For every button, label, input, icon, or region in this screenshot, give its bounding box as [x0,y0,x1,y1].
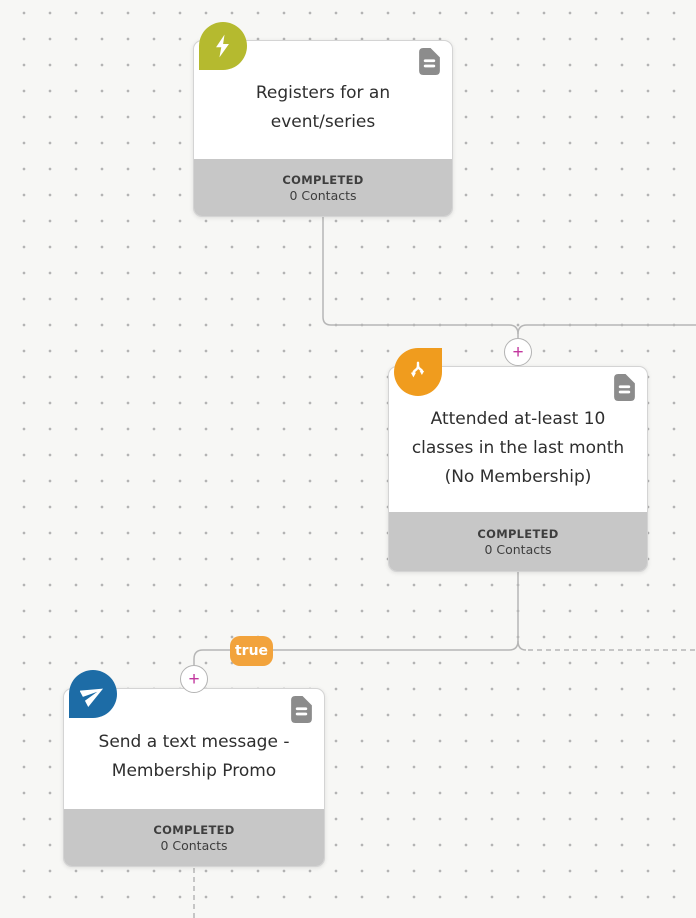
status-badge: COMPLETED [477,526,559,541]
node-card-trigger[interactable]: Registers for an event/series COMPLETED … [193,22,453,217]
lightning-icon [216,34,229,58]
status-footer: COMPLETED 0 Contacts [64,809,324,866]
node-body: Attended at-least 10 classes in the last… [389,367,647,512]
status-footer: COMPLETED 0 Contacts [389,512,647,571]
send-leaf-badge [69,670,117,718]
node-title: Registers for an event/series [255,83,391,132]
node-card-send-text[interactable]: Send a text message - Membership Promo C… [63,670,325,867]
add-step-button[interactable]: + [504,338,532,366]
note-icon[interactable] [418,48,441,79]
connector-split-right [517,324,696,335]
contacts-count: 0 Contacts [160,837,228,853]
node-body: Send a text message - Membership Promo [64,689,324,809]
note-icon[interactable] [613,374,636,405]
node-title: Send a text message - Membership Promo [98,732,290,781]
branch-split-icon [410,361,425,378]
contacts-count: 0 Contacts [289,187,357,203]
note-icon[interactable] [290,696,313,727]
connector-trigger-to-split [322,217,519,338]
trigger-leaf-badge [199,22,247,70]
contacts-count: 0 Contacts [484,541,552,557]
status-badge: COMPLETED [153,822,235,837]
status-badge: COMPLETED [282,172,364,187]
add-step-button[interactable]: + [180,665,208,693]
connector-false-branch-start [517,640,527,651]
true-branch-badge: true [230,636,273,666]
decision-leaf-badge [394,348,442,396]
node-body: Registers for an event/series [194,41,452,159]
node-card-decision[interactable]: Attended at-least 10 classes in the last… [388,348,648,572]
node-title: Attended at-least 10 classes in the last… [411,409,625,487]
paper-plane-icon [80,688,104,707]
status-footer: COMPLETED 0 Contacts [194,159,452,216]
